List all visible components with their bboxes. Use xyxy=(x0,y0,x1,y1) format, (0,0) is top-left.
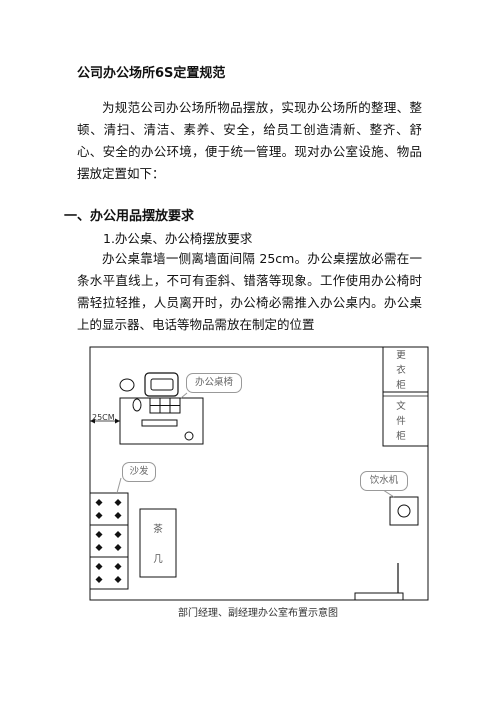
room-outline xyxy=(89,346,429,601)
chair-icon xyxy=(144,372,179,397)
keyboard-grid xyxy=(149,397,181,414)
monitor-ellipse xyxy=(132,398,142,412)
desk xyxy=(119,397,204,445)
bin-icon xyxy=(119,378,135,392)
tea-table-label: 茶几 xyxy=(153,524,163,565)
document-title: 公司办公场所6S定置规范 xyxy=(77,66,226,81)
desk-slot xyxy=(141,419,178,427)
wardrobe-label: 更衣柜 xyxy=(396,350,406,391)
section-heading: 一、办公用品摆放要求 xyxy=(64,209,195,224)
diagram-caption: 部门经理、副经理办公室布置示意图 xyxy=(178,608,338,619)
intro-paragraph: 为规范公司办公场所物品摆放，实现办公场所的整理、整顿、清扫、清洁、素养、安全，给… xyxy=(77,100,422,181)
body-paragraph: 办公桌靠墙一侧离墙面间隔 25cm。办公桌摆放必需在一条水平直线上，不可有歪斜、… xyxy=(77,251,422,332)
phone-icon xyxy=(184,431,194,441)
file-cabinet-box xyxy=(382,391,429,447)
subsection-heading: 1.办公桌、办公椅摆放要求 xyxy=(103,231,253,246)
water-dispenser-label: 饮水机 xyxy=(360,471,408,491)
distance-label: 25CM xyxy=(92,413,115,422)
sofa-label: 沙发 xyxy=(122,462,156,482)
tea-table xyxy=(139,508,177,578)
sofa xyxy=(89,492,129,590)
water-dispenser xyxy=(389,496,419,526)
desk-chair-label: 办公桌椅 xyxy=(186,373,242,393)
door-threshold xyxy=(354,592,404,601)
file-cabinet-label: 文件柜 xyxy=(396,401,406,442)
wardrobe-box xyxy=(382,346,429,393)
